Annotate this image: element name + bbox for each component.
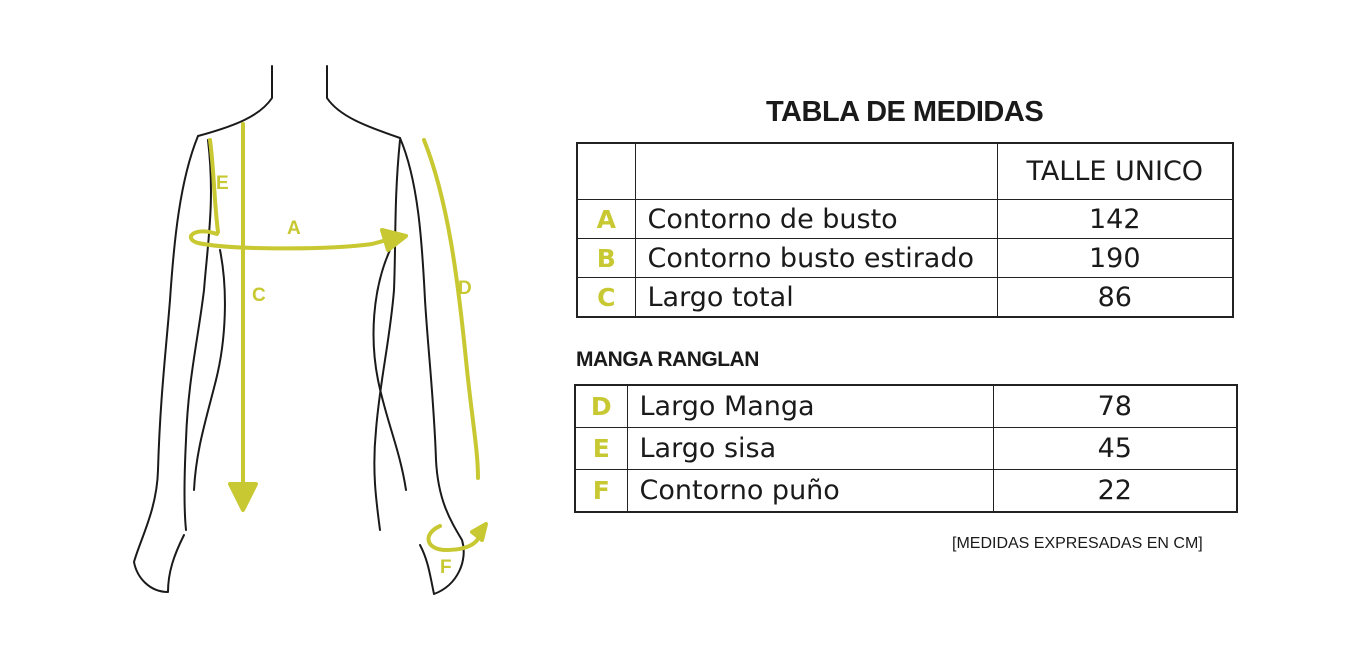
table-row: D Largo Manga 78 [574,384,1238,428]
label-c: C [252,285,266,306]
table-row: C Largo total 86 [576,277,1234,318]
row-value: 142 [996,199,1234,239]
page-title: TABLA DE MEDIDAS [766,96,1044,128]
row-label: Largo sisa [626,427,994,470]
label-d: D [458,278,472,299]
table-row: F Contorno puño 22 [574,469,1238,513]
row-label: Largo Manga [626,384,994,428]
row-label: Contorno puño [626,469,994,513]
row-letter: A [576,199,636,239]
size-header: TALLE UNICO [996,142,1234,200]
guide-a [189,229,396,251]
mannequin-diagram: E A C D F [133,65,488,595]
row-label: Largo total [634,277,998,318]
guide-f-arrowhead [470,522,488,542]
units-note: [MEDIDAS EXPRESADAS EN CM] [952,535,1203,552]
table-row: B Contorno busto estirado 190 [576,238,1234,278]
row-letter: E [574,427,628,470]
label-a: A [287,218,301,239]
guide-d [422,138,480,480]
body-measurements-table: TALLE UNICO A Contorno de busto 142 B Co… [576,142,1234,318]
header-empty-cell [576,142,636,200]
row-letter: C [576,277,636,318]
mannequin-outline [133,65,465,595]
label-f: F [440,557,452,578]
header-empty-cell [634,142,998,200]
table-row: E Largo sisa 45 [574,427,1238,470]
label-e: E [216,173,229,194]
row-value: 86 [996,277,1234,318]
table-row: A Contorno de busto 142 [576,199,1234,239]
row-letter: F [574,469,628,513]
row-value: 22 [992,469,1238,513]
row-letter: D [574,384,628,428]
guide-e [208,138,220,234]
guide-c-arrowhead [228,482,258,512]
row-value: 45 [992,427,1238,470]
measurement-guides [189,122,488,552]
row-value: 190 [996,238,1234,278]
sleeve-title: MANGA RANGLAN [576,348,759,371]
row-letter: B [576,238,636,278]
guide-f [426,524,482,552]
row-label: Contorno de busto [634,199,998,239]
guide-a-arrowhead [380,228,408,252]
row-label: Contorno busto estirado [634,238,998,278]
row-value: 78 [992,384,1238,428]
sleeve-measurements-table: D Largo Manga 78 E Largo sisa 45 F Conto… [574,384,1238,513]
table-header-row: TALLE UNICO [576,142,1234,200]
